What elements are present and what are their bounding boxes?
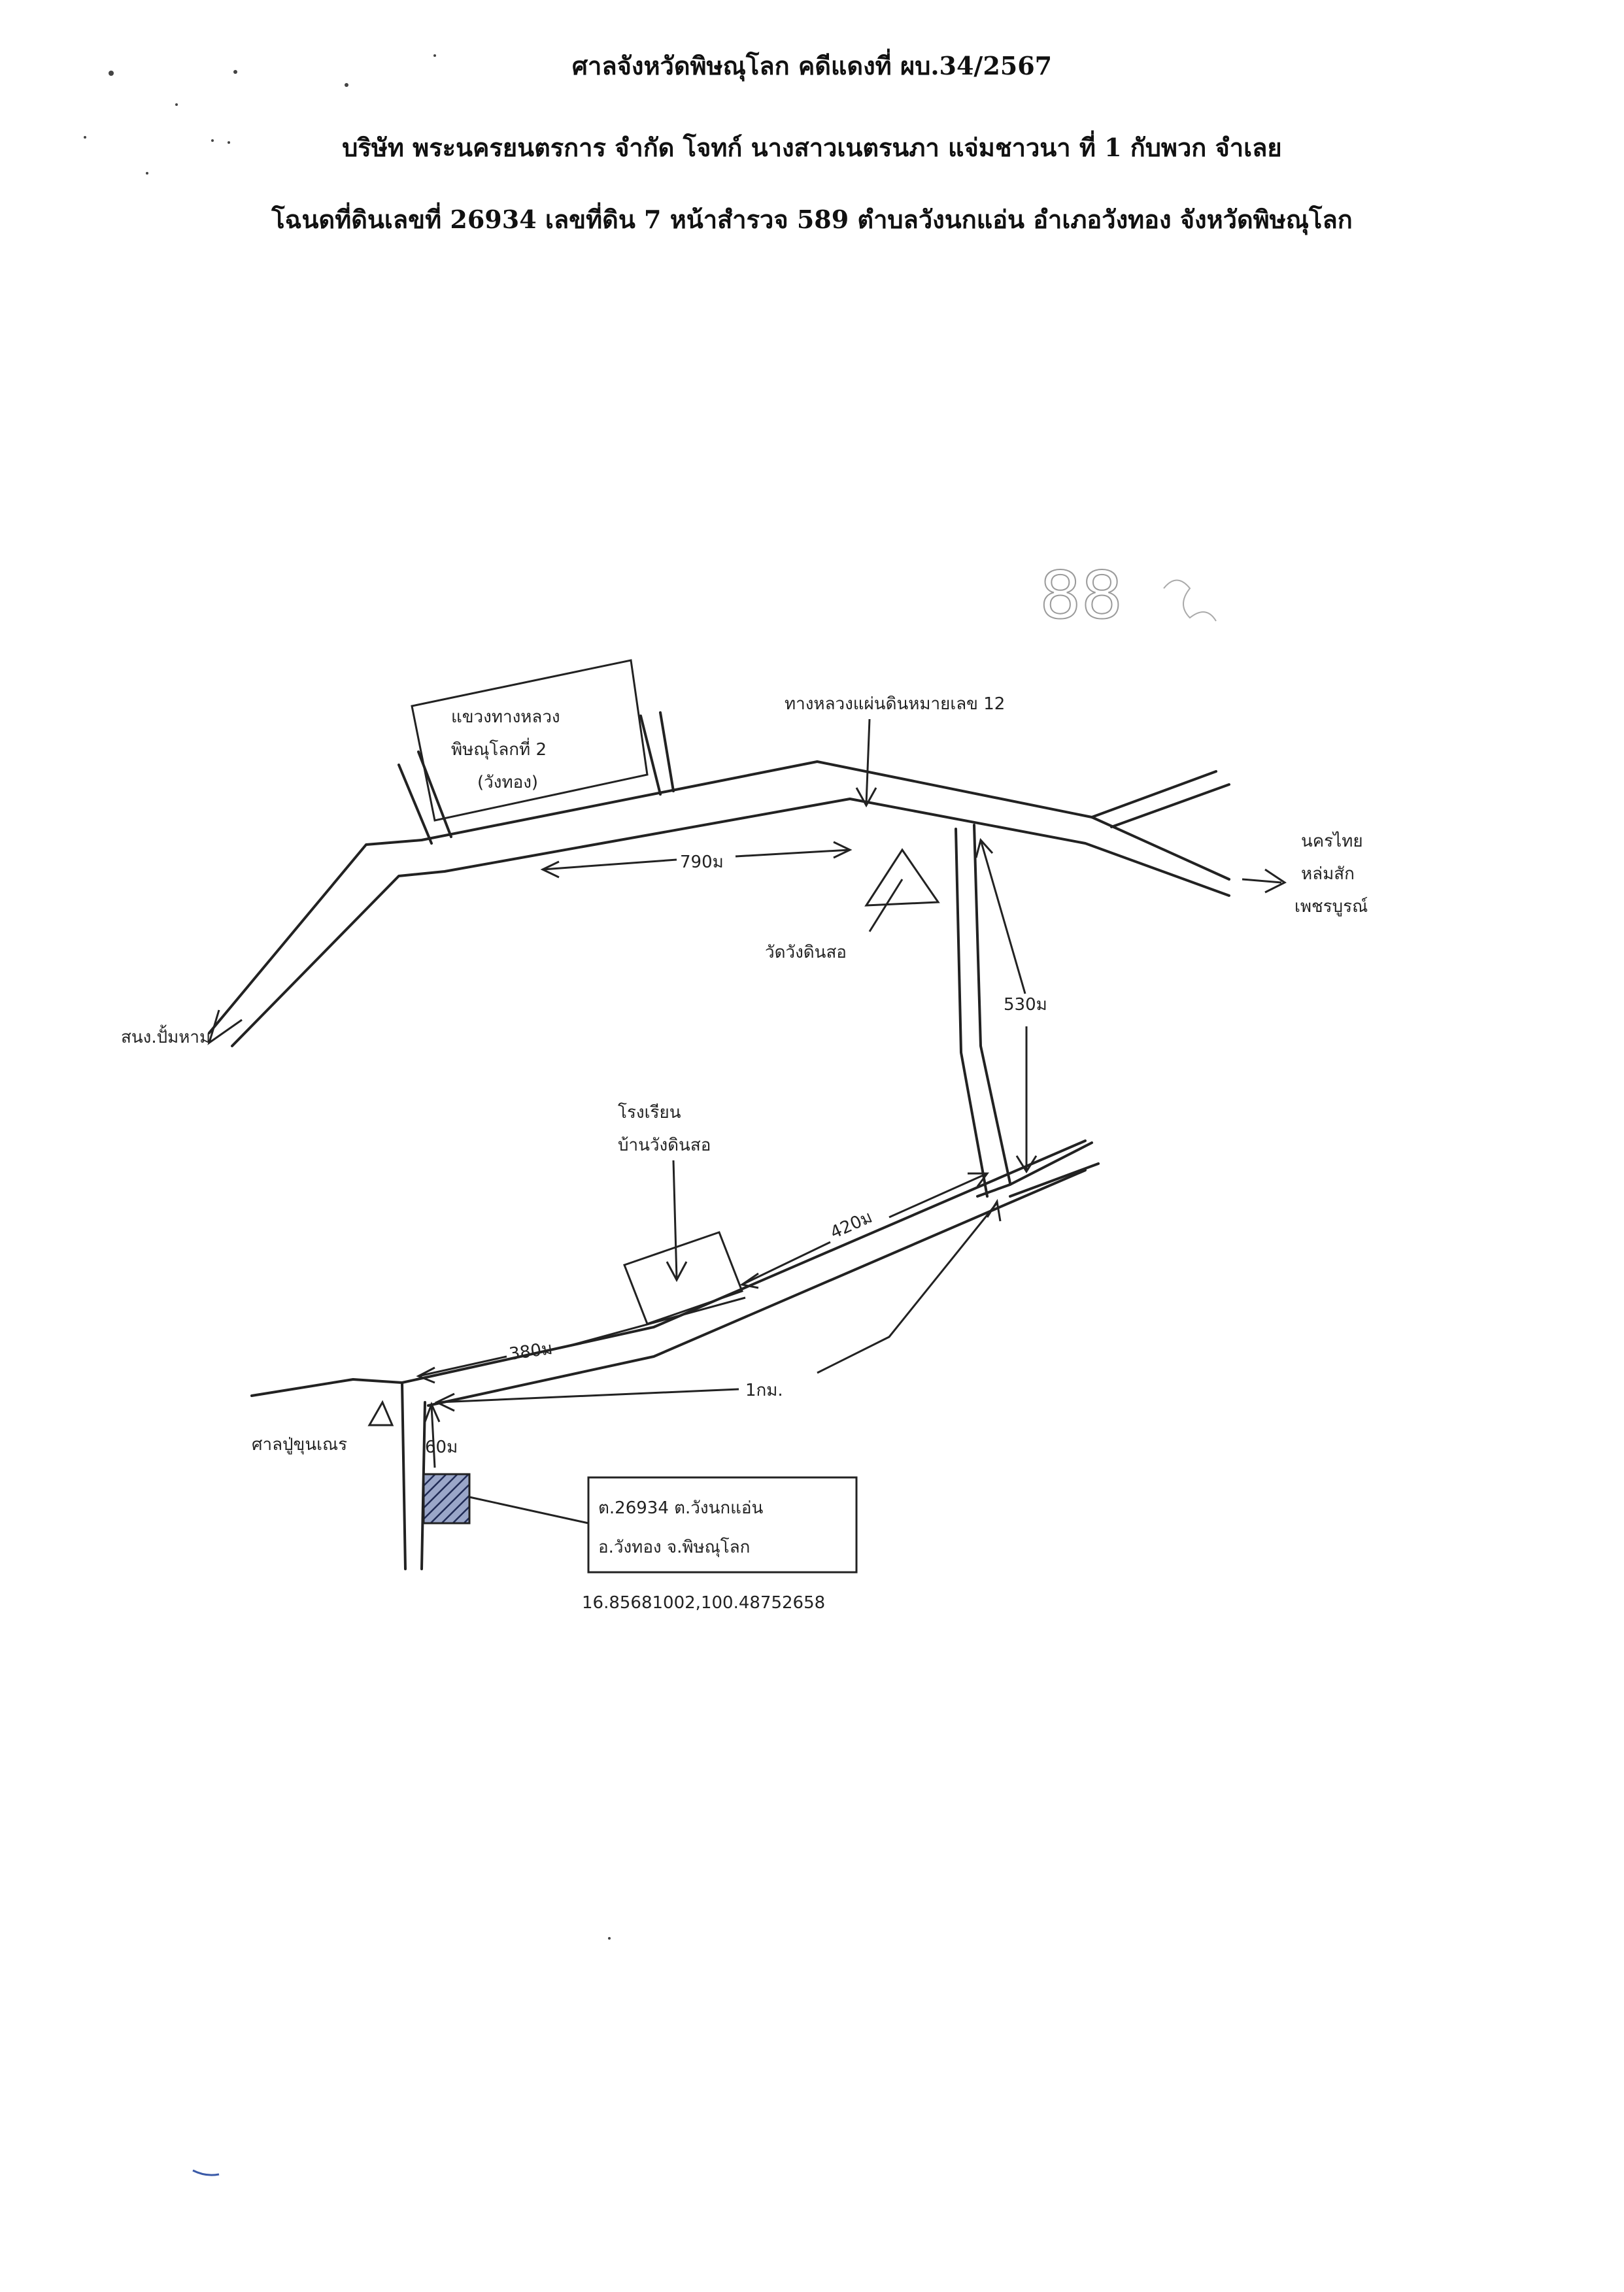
parcel-callout-line2: อ.วังทอง จ.พิษณุโลก	[598, 1537, 750, 1557]
land-parcel-26934	[422, 1473, 471, 1525]
office-label-line3: (วังทอง)	[477, 773, 538, 792]
document-title-court: ศาลจังหวัดพิษณุโลก คดีแดงที่ ผบ.34/2567	[571, 51, 1053, 80]
distance-790m: 790ม	[680, 852, 724, 872]
shrine-label: ศาลปู่ขุนเณร	[252, 1435, 347, 1455]
dest-right-line2: หล่มสัก	[1301, 864, 1355, 884]
temple-label: วัดวังดินสอ	[765, 943, 847, 962]
distance-60m: 60ม	[425, 1438, 458, 1457]
school-label-line1: โรงเรียน	[618, 1102, 681, 1122]
side-road	[955, 824, 1011, 1198]
shrine-marker: ศาลปู่ขุนเณร	[252, 1400, 394, 1455]
office-label-line1: แขวงทางหลวง	[451, 707, 560, 727]
highway-12	[208, 760, 1230, 1047]
document-title-deed: โฉนดที่ดินเลขที่ 26934 เลขที่ดิน 7 หน้าส…	[271, 205, 1353, 234]
parcel-coordinates: 16.85681002,100.48752658	[582, 1593, 825, 1613]
pen-mark	[192, 2169, 220, 2176]
dest-right-line3: เพชรบูรณ์	[1294, 897, 1368, 917]
parcel-callout: ต.26934 ต.วังนกแอ่น อ.วังทอง จ.พิษณุโลก	[587, 1476, 858, 1574]
distance-1km: 1กม.	[745, 1381, 783, 1400]
document-title-parties: บริษัท พระนครยนตรการ จำกัด โจทก์ นางสาวเ…	[342, 133, 1282, 162]
distance-420m: 420ม	[828, 1207, 875, 1243]
arrow-right-end	[1242, 878, 1282, 884]
scan-specks	[84, 54, 611, 1940]
highway-office: แขวงทางหลวง พิษณุโลกที่ 2 (วังทอง)	[398, 659, 675, 845]
parcel-pointer	[469, 1496, 589, 1525]
distance-380m: 380ม	[508, 1339, 554, 1364]
dest-left-label: สนง.ปั้มหาม	[121, 1024, 211, 1047]
distance-530m: 530ม	[1004, 995, 1047, 1015]
access-lane	[401, 1381, 426, 1570]
parcel-callout-line1: ต.26934 ต.วังนกแอ่น	[598, 1498, 763, 1518]
page-stamp-tail	[1163, 579, 1217, 622]
office-label-line2: พิษณุโลกที่ 2	[451, 737, 547, 760]
page-stamp-number: 88	[1040, 557, 1123, 633]
school-building: โรงเรียน บ้านวังดินสอ	[618, 1102, 743, 1325]
school-label-line2: บ้านวังดินสอ	[618, 1136, 711, 1155]
temple-marker: วัดวังดินสอ	[765, 848, 940, 962]
arrow-left-end	[207, 1009, 243, 1045]
dest-right-line1: นครไทย	[1301, 831, 1363, 851]
highway-12-label: ทางหลวงแผ่นดินหมายเลข 12	[785, 694, 1005, 714]
